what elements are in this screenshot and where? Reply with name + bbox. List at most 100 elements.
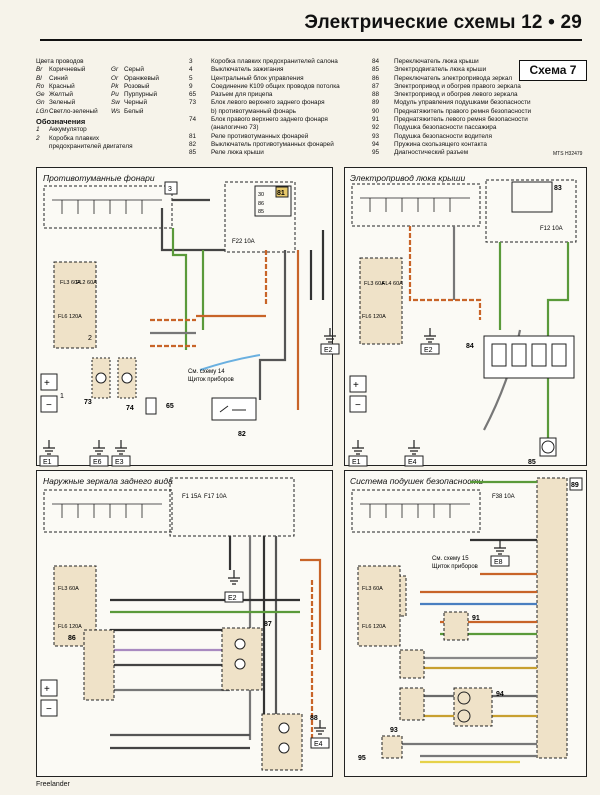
lamp-73-bulb (95, 372, 107, 384)
ground-e1: E1 (43, 459, 52, 466)
mir-fusebox-3b (169, 477, 295, 537)
legend-color-code: Sw (111, 99, 120, 107)
legend-color-code: Ge (36, 91, 45, 99)
fog-num-81: 81 (277, 190, 285, 197)
sun-ground-e4-box (404, 455, 424, 467)
ground-e6-box (89, 455, 109, 467)
pin-86: 86 (258, 201, 264, 207)
air-fuse-label: F38 10A (492, 494, 515, 500)
air-ground-e8: E8 (494, 559, 503, 566)
fog-fusebox-3 (43, 185, 173, 229)
sunroof-diagram: 83 F12 10A FL3 60A FL4 60A FL6 120A + − … (348, 179, 577, 467)
legend-item-text: Преднатяжитель левого ремня безопасности (394, 116, 528, 124)
fog-num-74: 74 (126, 405, 134, 412)
air-num-91: 91 (472, 615, 480, 622)
lamp-74-bulb (121, 372, 133, 384)
legend-colors-title: Цвета проводов (36, 58, 84, 65)
air-num-93: 93 (390, 727, 398, 734)
airbag-93 (399, 687, 425, 721)
legend-item-code: 74 (189, 116, 197, 124)
legend-designations-title: Обозначения (36, 117, 86, 127)
legend-item-code: 9 (189, 82, 193, 90)
sun-num-85: 85 (528, 459, 536, 466)
mirror-87-motor-2 (234, 658, 246, 670)
air-num-89: 89 (571, 482, 579, 489)
legend-item-text: Диагностический разъем (394, 149, 469, 157)
legend-color-code: Pu (111, 91, 119, 99)
legend-item-row: 86 Переключатель электропривода зеркал (372, 75, 572, 83)
mir-battery-minus-sign: − (46, 704, 52, 715)
sun-fuse-label: F12 10A (540, 226, 563, 232)
switch-86 (83, 629, 115, 701)
mir-num-88: 88 (310, 715, 318, 722)
legend-item-code: 5 (189, 74, 193, 82)
sun-ground-e2: E2 (424, 347, 433, 354)
fog-num-81-box (275, 186, 289, 198)
legend-color-code: Ws (111, 107, 121, 115)
legend-item-row: 9 Соединение К109 общих проводов потолка (189, 83, 389, 91)
legend-item-code: 86 (372, 74, 380, 82)
mir-num-87: 87 (264, 621, 272, 628)
air-fuse-fl6: FL6 120A (362, 624, 386, 630)
sun-ground-e1: E1 (352, 459, 361, 466)
sun-ground-e2-box (420, 343, 440, 355)
ground-e2: E2 (324, 347, 333, 354)
mirror-88-motor-2 (278, 742, 290, 754)
legend-item-text: Подушка безопасности водителя (394, 132, 492, 140)
sun-battery-minus-sign: − (355, 400, 361, 411)
panel-fog-title: Противотуманные фонари (43, 173, 155, 183)
fog-num-82: 82 (238, 431, 246, 438)
fog-num-1: 1 (60, 393, 64, 400)
airbag-92 (399, 649, 425, 679)
trailer-65 (145, 397, 157, 415)
mir-num-86: 86 (68, 635, 76, 642)
panel-mirrors-title: Наружные зеркала заднего вида (43, 476, 173, 486)
legend-item-text: Блок левого верхнего заднего фонаря (211, 99, 325, 107)
legend-color-text: Синий (49, 74, 68, 82)
legend-item-code: 87 (372, 82, 380, 90)
fog-num-3-box (164, 181, 178, 195)
schema-label: Схема 7 (519, 60, 587, 81)
legend-item-code: 88 (372, 91, 380, 99)
legend-item-row: b) противотуманный фонарь (189, 108, 389, 116)
belt-tensioner-91 (443, 611, 469, 641)
legend-item-text: Коробка плавких предохранителей салона (211, 58, 338, 65)
legend-item-code: 93 (372, 132, 380, 140)
legend-item-text: Преднатяжитель правого ремня безопасност… (394, 107, 532, 115)
mir-battery-plus-sign: + (44, 684, 50, 695)
fog-note2: Щиток приборов (188, 377, 234, 383)
mirrors-diagram: F1 15A F17 10A FL3 60A FL6 120A 86 87 (40, 477, 330, 771)
clockspring-94 (453, 687, 493, 727)
legend-color-code: LGn (36, 107, 49, 115)
legend-item-row: 74 Блок правого верхнего заднего фонаря (189, 116, 389, 124)
legend-item-text: Переключатель электропривода зеркал (394, 74, 513, 82)
mir-battery-plus (40, 679, 58, 697)
legend-designation-row: предохранителей двигателя (36, 143, 186, 151)
sun-relay-83 (511, 181, 553, 213)
fuse-fl6: FL6 120A (58, 314, 82, 320)
ground-e2-box (320, 343, 340, 355)
ground-e1-box (39, 455, 59, 467)
sun-battery-plus-sign: + (353, 380, 359, 391)
battery-plus (40, 373, 58, 391)
sun-battery-plus (349, 375, 367, 393)
sun-fusebox-3 (351, 183, 481, 227)
fog-num-73: 73 (84, 399, 92, 406)
air-fusebox-3 (351, 489, 481, 533)
legend-item-text: Соединение К109 общих проводов потолка (211, 82, 340, 90)
legend-item-text: Блок правого верхнего заднего фонаря (211, 116, 328, 124)
legend-item-text: Переключатель люка крыши (394, 58, 479, 65)
